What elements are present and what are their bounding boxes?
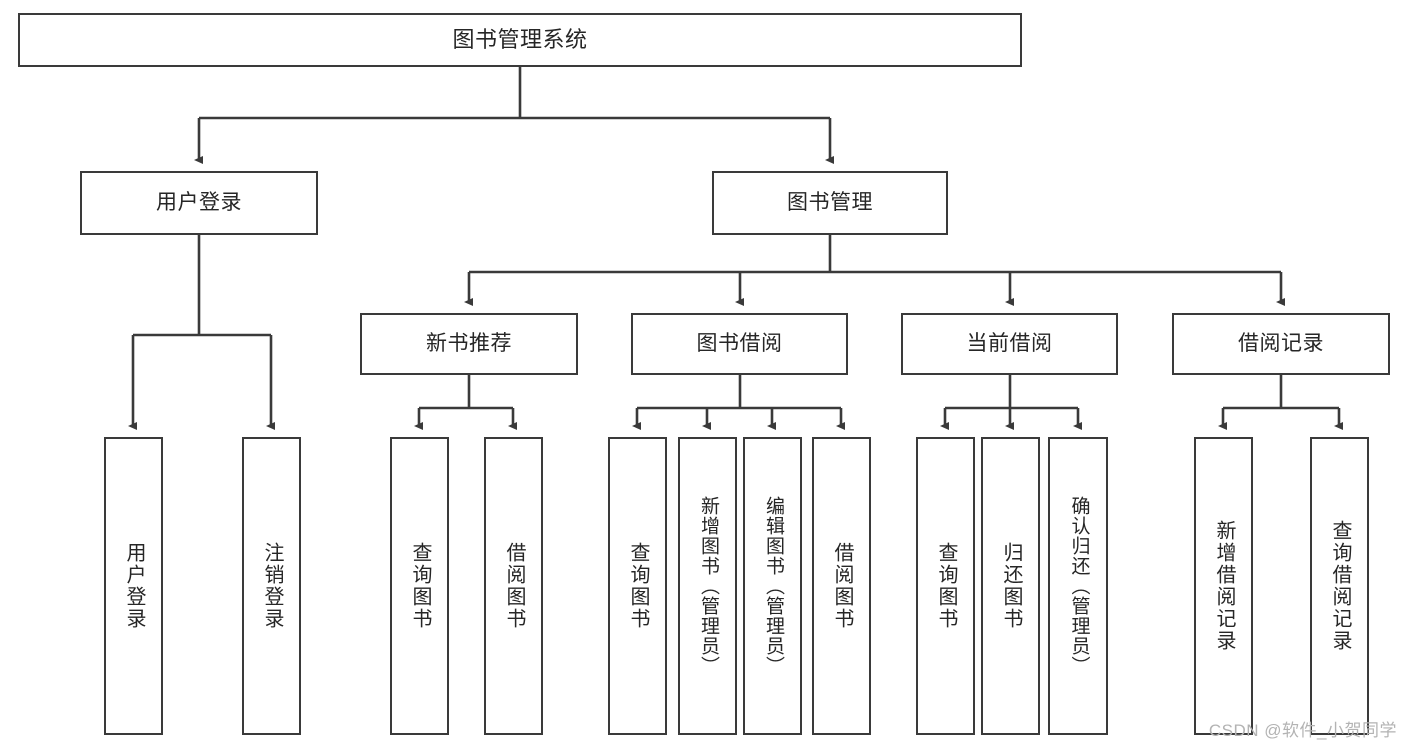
node-borrow-records[interactable]: 借阅记录 [1172,313,1390,375]
leaf-return-book-label: 归还图书 [1000,542,1022,630]
leaf-logout-label: 注销登录 [261,542,283,630]
leaf-add-borrow-record-label: 新增借阅记录 [1213,520,1235,652]
leaf-borrow-book-recommend-label: 借阅图书 [503,542,525,630]
leaf-user-login-label: 用户登录 [123,542,145,630]
node-new-book-recommend-label: 新书推荐 [426,331,512,355]
leaf-query-book-current-label: 查询图书 [935,542,957,630]
leaf-edit-book-admin-label: 编辑图书（管理员） [762,496,784,676]
node-current-borrow[interactable]: 当前借阅 [901,313,1118,375]
leaf-confirm-return-admin-label: 确认归还（管理员） [1068,496,1090,676]
node-user-login[interactable]: 用户登录 [80,171,318,235]
node-book-management[interactable]: 图书管理 [712,171,948,235]
node-root[interactable]: 图书管理系统 [18,13,1022,67]
leaf-add-borrow-record[interactable]: 新增借阅记录 [1194,437,1253,735]
node-new-book-recommend[interactable]: 新书推荐 [360,313,578,375]
node-root-label: 图书管理系统 [452,27,588,53]
leaf-user-login[interactable]: 用户登录 [104,437,163,735]
leaf-borrow-book[interactable]: 借阅图书 [812,437,871,735]
leaf-borrow-book-recommend[interactable]: 借阅图书 [484,437,543,735]
node-book-management-label: 图书管理 [787,190,873,214]
node-current-borrow-label: 当前借阅 [966,331,1053,355]
leaf-add-book-admin[interactable]: 新增图书（管理员） [678,437,737,735]
node-borrow-records-label: 借阅记录 [1238,331,1324,355]
leaf-add-book-admin-label: 新增图书（管理员） [697,496,719,676]
leaf-confirm-return-admin[interactable]: 确认归还（管理员） [1048,437,1108,735]
node-user-login-label: 用户登录 [156,190,242,214]
leaf-query-book-recommend[interactable]: 查询图书 [390,437,449,735]
leaf-query-borrow-record-label: 查询借阅记录 [1329,520,1351,652]
leaf-return-book[interactable]: 归还图书 [981,437,1040,735]
leaf-borrow-book-label: 借阅图书 [831,542,853,630]
leaf-query-book-current[interactable]: 查询图书 [916,437,975,735]
node-book-borrow-label: 图书借阅 [696,331,783,355]
node-book-borrow[interactable]: 图书借阅 [631,313,848,375]
leaf-query-book-recommend-label: 查询图书 [409,542,431,630]
leaf-query-book-borrow[interactable]: 查询图书 [608,437,667,735]
leaf-query-borrow-record[interactable]: 查询借阅记录 [1310,437,1369,735]
leaf-query-book-borrow-label: 查询图书 [627,542,649,630]
leaf-logout[interactable]: 注销登录 [242,437,301,735]
csdn-watermark: CSDN @软件_小贺同学 [1208,721,1397,740]
leaf-edit-book-admin[interactable]: 编辑图书（管理员） [743,437,802,735]
